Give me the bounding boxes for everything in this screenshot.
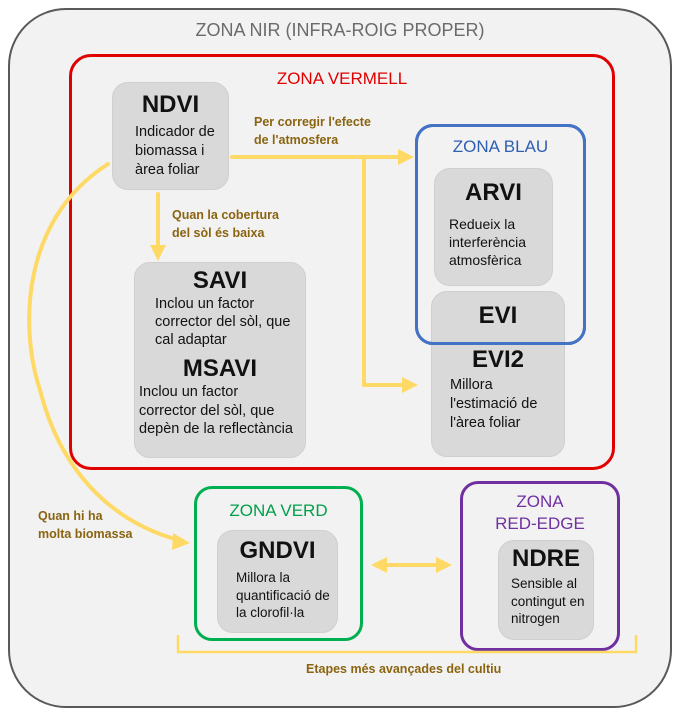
note-advanced-stages: Etapes més avançades del cultiu <box>306 662 502 676</box>
note-atmosphere: Per corregir l'efecte de l'atmosfera <box>254 115 371 148</box>
savi-text: Inclou un factor corrector del sòl, que … <box>155 296 291 349</box>
savi-msavi-card: SAVI Inclou un factor corrector del sòl,… <box>134 262 306 458</box>
note-high-biomass: Quan hi ha molta biomassa <box>38 509 133 542</box>
green-zone: ZONA VERD <box>194 486 363 641</box>
arvi-title: ARVI <box>465 179 522 206</box>
ndre-title: NDRE <box>511 545 580 572</box>
msavi-text: Inclou un factor corrector del sòl, que … <box>139 384 293 437</box>
savi-title: SAVI <box>192 267 248 294</box>
red-zone: ZONA VERMELL <box>69 54 615 470</box>
ndvi-card: NDVI Indicador de biomassa i àrea foliar <box>112 82 229 190</box>
red-zone-title: ZONA VERMELL <box>276 69 408 88</box>
ndre-card: NDRE Sensible al contingut en nitrogen <box>498 540 594 640</box>
note-low-cover: Quan la cobertura del sòl és baixa <box>172 208 279 241</box>
arrow-ndvi-to-gndvi-curve <box>27 162 177 541</box>
arrowhead-to-evi2 <box>402 377 418 393</box>
red-edge-zone-title-2: RED-EDGE <box>495 514 585 533</box>
gndvi-text: Millora la quantificació de la clorofil·… <box>236 570 330 621</box>
advanced-stages-bracket <box>176 634 638 654</box>
ndvi-title: NDVI <box>141 91 200 118</box>
msavi-title: MSAVI <box>182 355 258 383</box>
arrowhead-to-ndre-right <box>436 557 452 573</box>
red-edge-zone-title-1: ZONA <box>516 492 564 511</box>
evi-evi2-card: EVI EVI2 Millora l'estimació de l'àrea f… <box>431 291 565 457</box>
arrowhead-to-gndvi <box>172 533 190 550</box>
arrowhead-to-savi <box>150 245 166 261</box>
ndvi-text: Indicador de biomassa i àrea foliar <box>135 124 215 178</box>
gndvi-card: GNDVI Millora la quantificació de la clo… <box>217 530 338 633</box>
gndvi-title: GNDVI <box>239 537 316 564</box>
blue-zone-title: ZONA BLAU <box>452 137 549 156</box>
ndre-text: Sensible al contingut en nitrogen <box>511 576 585 627</box>
arvi-text: Redueix la interferència atmosfèrica <box>449 216 527 269</box>
nir-zone-title: ZONA NIR (INFRA-ROIG PROPER) <box>195 20 485 40</box>
arrowhead-to-gndvi-left <box>371 557 387 573</box>
arvi-card: ARVI Redueix la interferència atmosfèric… <box>434 168 553 286</box>
evi2-text: Millora l'estimació de l'àrea foliar <box>450 377 538 431</box>
evi-title: EVI <box>478 302 518 329</box>
evi2-title: EVI2 <box>471 346 525 373</box>
arrowhead-to-blue <box>398 149 414 165</box>
green-zone-title: ZONA VERD <box>229 501 328 520</box>
red-edge-zone: ZONA RED-EDGE <box>460 481 620 651</box>
